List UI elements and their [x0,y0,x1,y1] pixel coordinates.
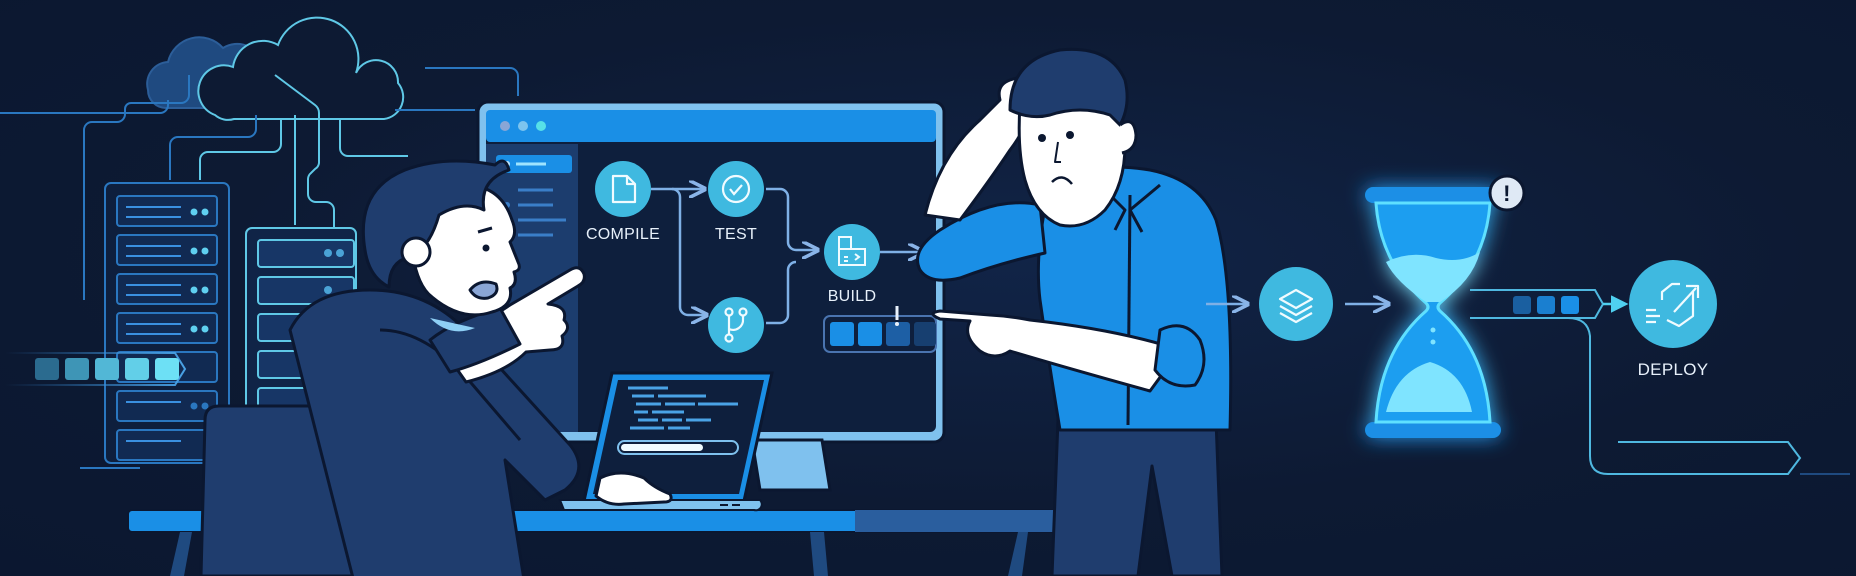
hourglass-icon [1365,187,1501,438]
developer-standing [916,47,1233,576]
test-node [708,161,764,217]
layers-node [1259,267,1333,341]
deploy-label: DEPLOY [1637,360,1709,379]
laptop [558,371,774,512]
deploy-node [1629,260,1717,348]
build-icon [838,236,866,266]
build-label: BUILD [827,288,877,305]
build-node [824,224,880,280]
left-progress-bar [5,352,187,386]
layers-icon [1278,288,1314,324]
developer-seated [199,159,673,576]
deploy-icon [1646,282,1700,328]
cloud-network [0,16,519,469]
compile-node [595,161,651,217]
branch-node [708,297,764,353]
compile-label: COMPILE [585,226,661,243]
pipeline-monitor [476,100,946,492]
file-icon [611,174,637,204]
git-branch-icon [724,307,748,343]
check-circle-icon [721,174,751,204]
warning-badge [1488,174,1526,212]
warning-icon: ! [1503,181,1511,206]
deploy-flow [1206,174,1850,475]
test-label: TEST [714,226,758,243]
